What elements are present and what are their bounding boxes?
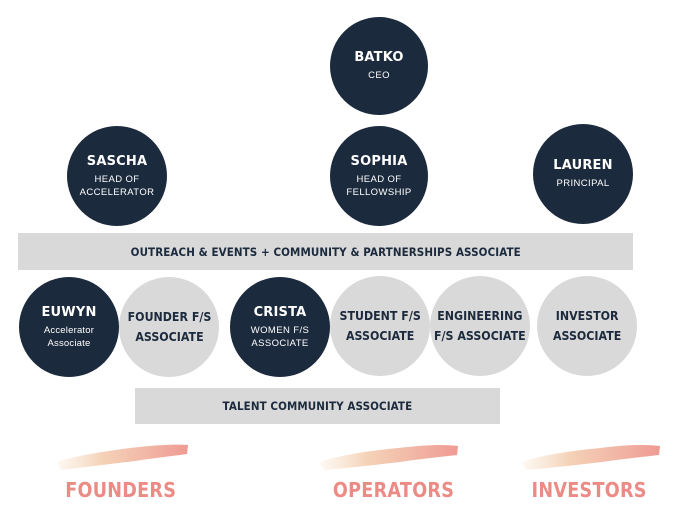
node-name: LAUREN <box>553 158 613 173</box>
brush-stroke-investors <box>522 444 660 470</box>
node-investor: INVESTOR ASSOCIATE <box>537 276 637 376</box>
category-operators: OPERATORS <box>332 478 455 502</box>
node-role: Accelerator Associate <box>43 324 95 349</box>
category-founders: FOUNDERS <box>65 478 177 502</box>
node-batko: BATKO CEO <box>330 17 428 115</box>
node-role: WOMEN F/S ASSOCIATE <box>250 324 310 349</box>
node-role: PRINCIPAL <box>556 178 610 189</box>
node-lauren: LAUREN PRINCIPAL <box>533 124 633 224</box>
node-name: CRISTA <box>253 304 307 320</box>
node-sophia: SOPHIA HEAD OF FELLOWSHIP <box>330 126 428 226</box>
node-founder-fs: FOUNDER F/S ASSOCIATE <box>119 277 219 377</box>
node-euwyn: EUWYN Accelerator Associate <box>19 277 119 377</box>
brush-stroke-founders <box>57 444 188 470</box>
bar-outreach-label: OUTREACH & EVENTS + COMMUNITY & PARTNERS… <box>130 244 521 259</box>
node-label: ENGINEERING F/S ASSOCIATE <box>434 309 526 343</box>
node-name: EUWYN <box>41 304 97 320</box>
node-label: INVESTOR ASSOCIATE <box>552 309 622 343</box>
brush-stroke-operators <box>320 444 458 470</box>
node-engineering-fs: ENGINEERING F/S ASSOCIATE <box>430 276 530 376</box>
node-student-fs: STUDENT F/S ASSOCIATE <box>330 276 430 376</box>
node-crista: CRISTA WOMEN F/S ASSOCIATE <box>230 277 330 377</box>
node-label: STUDENT F/S ASSOCIATE <box>339 309 421 343</box>
node-name: SOPHIA <box>350 153 408 169</box>
bar-talent-label: TALENT COMMUNITY ASSOCIATE <box>222 399 413 413</box>
node-name: BATKO <box>354 50 404 65</box>
bar-talent: TALENT COMMUNITY ASSOCIATE <box>135 388 500 424</box>
node-role: HEAD OF FELLOWSHIP <box>346 173 412 198</box>
node-label: FOUNDER F/S ASSOCIATE <box>127 310 211 344</box>
node-sascha: SASCHA HEAD OF ACCELERATOR <box>67 126 167 226</box>
node-role: CEO <box>368 70 390 81</box>
node-name: SASCHA <box>86 153 148 169</box>
bar-outreach: OUTREACH & EVENTS + COMMUNITY & PARTNERS… <box>18 233 633 270</box>
node-role: HEAD OF ACCELERATOR <box>79 173 155 198</box>
category-investors: INVESTORS <box>531 478 647 502</box>
